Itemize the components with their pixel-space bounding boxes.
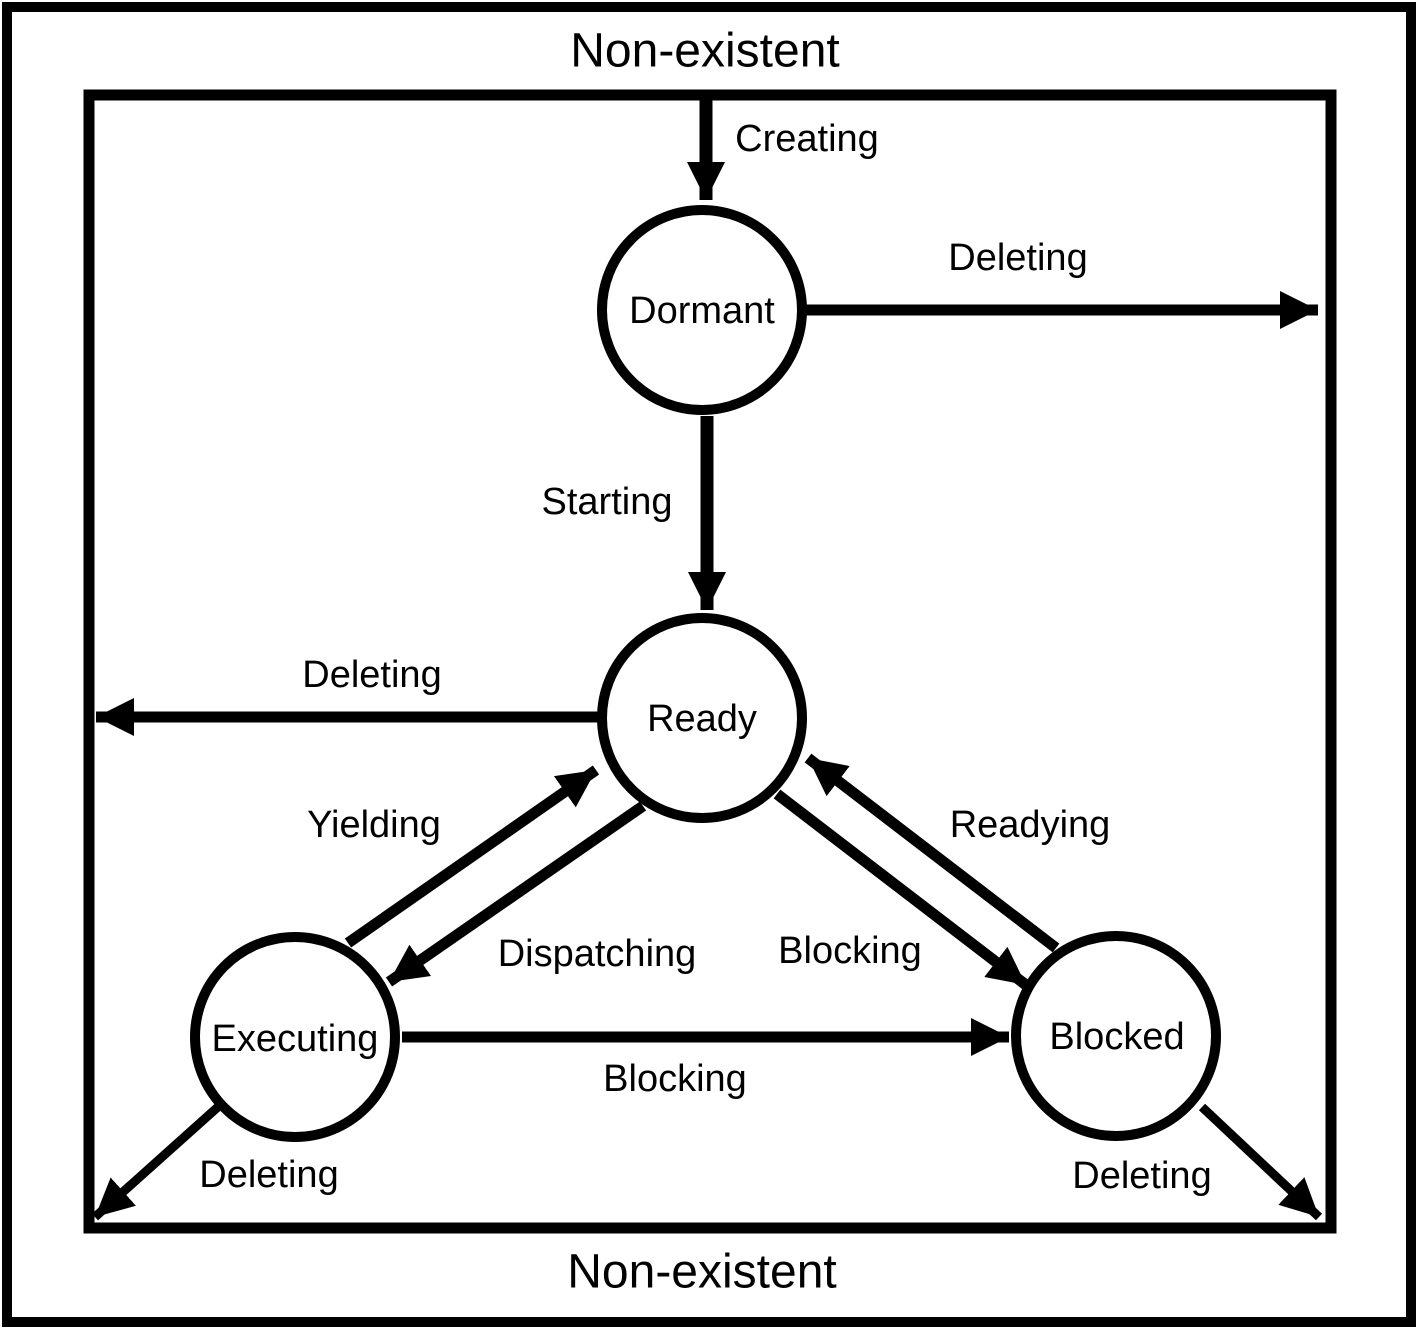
transition-deleting-from-blocked-label: Deleting: [1072, 1155, 1211, 1197]
state-blocked-label: Blocked: [1049, 1016, 1184, 1058]
transition-blocking-from-ready-arrow: [773, 789, 1030, 990]
transition-starting-label: Starting: [542, 481, 673, 523]
state-executing-node: [190, 932, 400, 1142]
transition-deleting-from-blocked-arrow: [1198, 1103, 1323, 1221]
transition-readying-label: Readying: [950, 804, 1111, 846]
transition-blocking-from-executing-label: Blocking: [603, 1058, 747, 1100]
transition-dispatching-label: Dispatching: [498, 933, 697, 975]
state-executing-label: Executing: [212, 1018, 379, 1060]
state-ready-label: Ready: [647, 698, 757, 740]
state-ready-node: [597, 613, 807, 823]
transition-creating-label: Creating: [735, 118, 879, 160]
non-existent-label-top: Non-existent: [570, 25, 839, 78]
transition-yielding-arrow: [344, 765, 600, 948]
transition-deleting-from-executing-label: Deleting: [199, 1154, 338, 1196]
state-dormant-node: [597, 205, 807, 415]
non-existent-label-bottom: Non-existent: [567, 1246, 836, 1299]
transition-deleting-from-ready-label: Deleting: [302, 654, 441, 696]
transition-dispatching-arrow: [385, 801, 647, 987]
transition-yielding-label: Yielding: [307, 804, 441, 846]
state-dormant-label: Dormant: [629, 290, 775, 332]
transition-blocking-from-ready-label: Blocking: [778, 930, 922, 972]
transition-readying-arrow: [804, 753, 1060, 953]
inner-region-border: [83, 89, 1337, 1234]
state-blocked-node: [1011, 931, 1221, 1141]
transition-deleting-from-executing-arrow: [91, 1102, 223, 1221]
transition-deleting-from-dormant-label: Deleting: [948, 237, 1087, 279]
